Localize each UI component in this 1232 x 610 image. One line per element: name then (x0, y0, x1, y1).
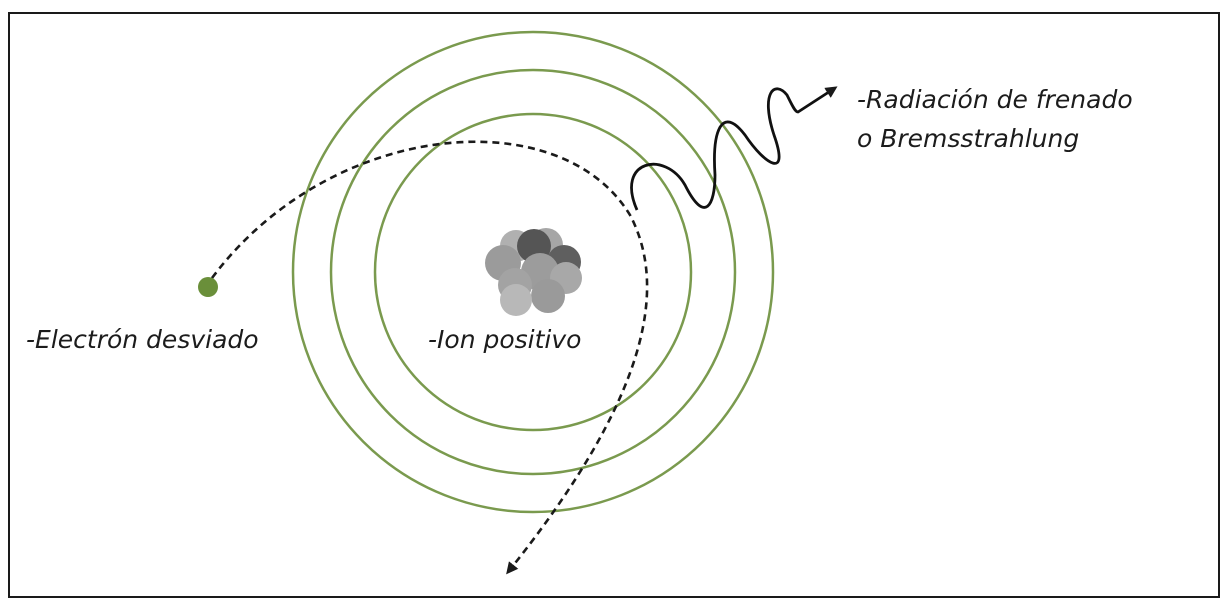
electron-trajectory (210, 140, 649, 575)
electron-icon (198, 277, 218, 297)
electron-shells (291, 30, 775, 514)
label-radiation-line1: -Radiación de frenado (857, 85, 1133, 114)
shell-outer (291, 30, 775, 514)
photon-wave-icon (630, 86, 838, 211)
label-electron: -Electrón desviado (26, 325, 259, 354)
label-radiation-line2: o Bremsstrahlung (857, 124, 1080, 153)
nucleus-icon (485, 228, 582, 316)
shell-middle (329, 68, 737, 476)
diagram-frame (8, 12, 1220, 598)
label-ion: -Ion positivo (428, 325, 582, 354)
shell-inner (373, 112, 693, 432)
